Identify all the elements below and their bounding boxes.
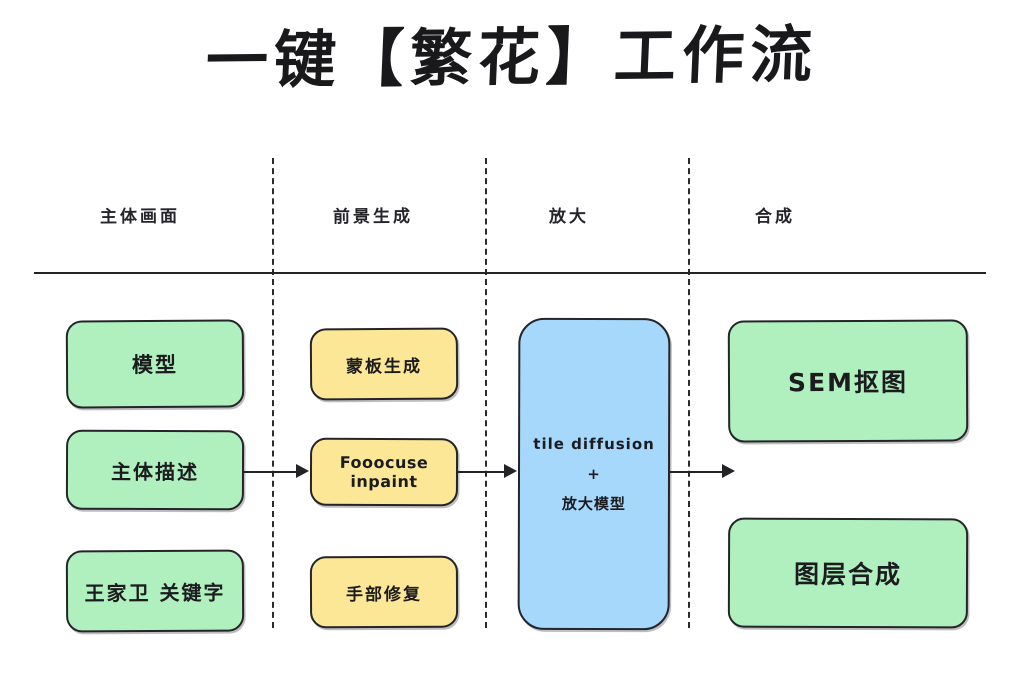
lane-title-composite: 合成: [754, 206, 796, 228]
connector-inpaint-to-upscale: [458, 471, 504, 473]
node-fooocus-inpaint[interactable]: Fooocuse inpaint: [309, 437, 459, 507]
page-title: 一键【繁花】工作流: [204, 17, 820, 98]
lane-title-subject: 主体画面: [99, 206, 181, 228]
node-subject-desc[interactable]: 主体描述: [65, 429, 245, 511]
connector-upscale-to-composite: [670, 471, 722, 473]
node-layer-composite[interactable]: 图层合成: [727, 517, 969, 629]
node-tile-upscale-line3: 放大模型: [561, 494, 626, 514]
lane-divider-3: [688, 158, 690, 628]
node-mask-generation[interactable]: 蒙板生成: [309, 327, 459, 401]
node-mask-generation-label: 蒙板生成: [345, 356, 423, 377]
connector-subject-to-inpaint: [244, 471, 296, 473]
lane-divider-2: [485, 158, 487, 628]
header-rule: [34, 272, 986, 274]
node-model[interactable]: 模型: [65, 319, 245, 409]
lane-title-upscale: 放大: [548, 206, 590, 228]
node-hand-repair-label: 手部修复: [345, 584, 423, 605]
node-wkw-keywords[interactable]: 王家卫 关键字: [65, 549, 245, 633]
node-model-label: 模型: [131, 352, 179, 378]
node-tile-upscale-line1: tile diffusion: [533, 434, 655, 454]
node-sem-matting-label: SEM抠图: [787, 367, 909, 398]
arrow-head-upscale-to-composite: [722, 464, 735, 478]
node-hand-repair[interactable]: 手部修复: [309, 555, 459, 629]
node-tile-upscale-plus: +: [587, 464, 601, 484]
node-sem-matting[interactable]: SEM抠图: [727, 319, 969, 443]
lane-divider-1: [272, 158, 274, 628]
lane-title-foreground: 前景生成: [332, 206, 414, 228]
arrow-head-subject-to-inpaint: [296, 464, 309, 478]
node-tile-upscale[interactable]: tile diffusion + 放大模型: [517, 317, 671, 631]
arrow-head-inpaint-to-upscale: [504, 464, 517, 478]
node-wkw-keywords-label: 王家卫 关键字: [84, 580, 226, 605]
node-fooocus-inpaint-label: Fooocuse inpaint: [339, 452, 429, 492]
node-layer-composite-label: 图层合成: [793, 559, 903, 590]
node-subject-desc-label: 主体描述: [110, 459, 200, 484]
